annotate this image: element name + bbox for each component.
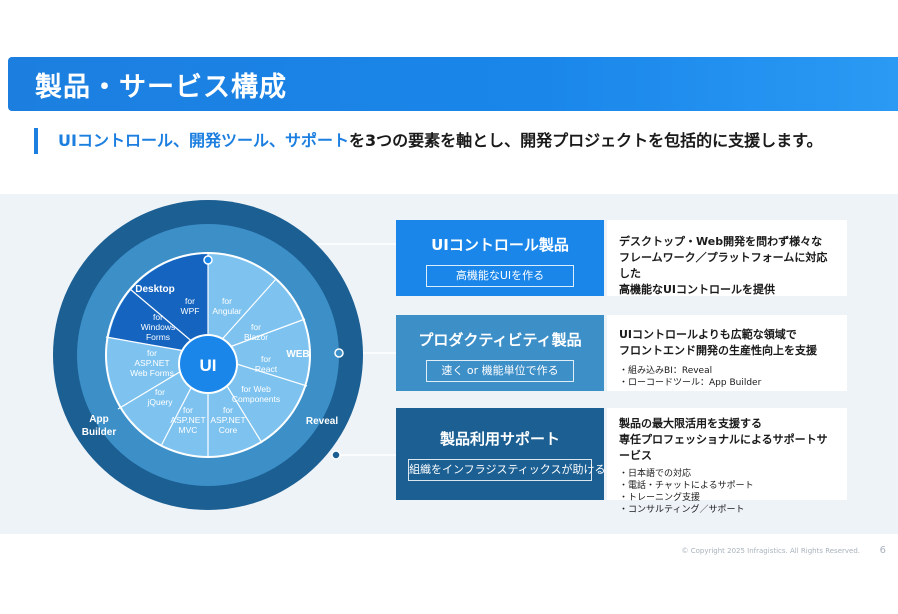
desktop-sector bbox=[109, 254, 208, 355]
title-bar: 製品・サービス構成 bbox=[8, 57, 898, 111]
product-title: UIコントロール製品 bbox=[431, 236, 569, 254]
desc-bullet: ローコードツール：App Builder bbox=[619, 377, 837, 389]
desc-line: 高機能なUIコントロールを提供 bbox=[619, 283, 776, 296]
product-desc-productivity: UIコントロールよりも広範な領域で フロントエンド開発の生産性向上を支援 組み込… bbox=[607, 315, 847, 391]
product-tagline: 速く or 機能単位で作る bbox=[426, 360, 574, 382]
desc-line: UIコントロールよりも広範な領域で bbox=[619, 328, 797, 341]
desc-line: 製品の最大限活用を支援する bbox=[619, 417, 762, 430]
subtitle-highlight: UIコントロール、開発ツール、サポート bbox=[58, 131, 349, 150]
product-tagline: 高機能なUIを作る bbox=[426, 265, 574, 287]
desc-line: デスクトップ・Web開発を問わず様々な bbox=[619, 235, 823, 248]
subtitle-rest: を3つの要素を軸とし、開発プロジェクトを包括的に支援します。 bbox=[348, 131, 823, 150]
ring-label-reveal: Reveal bbox=[306, 416, 338, 427]
page-title: 製品・サービス構成 bbox=[35, 72, 287, 103]
product-title: プロダクティビティ製品 bbox=[418, 331, 582, 349]
desc-line: フレームワーク／プラットフォームに対応した bbox=[619, 251, 828, 280]
product-desc-support: 製品の最大限活用を支援する 専任プロフェッショナルによるサポートサービス 日本語… bbox=[607, 408, 847, 515]
connector-dots bbox=[203, 255, 344, 460]
product-tagline: 組織をインフラジスティックスが助ける bbox=[408, 459, 605, 481]
ring-label-desktop: Desktop bbox=[135, 284, 174, 295]
dot-support bbox=[331, 450, 341, 460]
product-box-support: 製品利用サポート 組織をインフラジスティックスが助ける bbox=[396, 408, 605, 500]
subtitle: UIコントロール、開発ツール、サポートを3つの要素を軸とし、開発プロジェクトを包… bbox=[34, 128, 823, 154]
product-box-ui-controls: UIコントロール製品 高機能なUIを作る bbox=[396, 220, 604, 296]
product-title: 製品利用サポート bbox=[439, 430, 560, 448]
dot-productivity bbox=[334, 348, 344, 358]
desc-bullet: 電話・チャットによるサポート bbox=[619, 480, 837, 492]
desc-bullet: 組み込みBI：Reveal bbox=[619, 365, 837, 377]
core-circle bbox=[180, 336, 236, 392]
desc-bullet: トレーニング支援 bbox=[619, 492, 837, 504]
desc-bullet: 日本語での対応 bbox=[619, 468, 837, 480]
product-box-productivity: プロダクティビティ製品 速く or 機能単位で作る bbox=[396, 315, 604, 391]
desc-bullets: 日本語での対応 電話・チャットによるサポート トレーニング支援 コンサルティング… bbox=[619, 468, 837, 516]
ring-label-web: WEB bbox=[286, 349, 309, 360]
desc-bullet: コンサルティング／サポート bbox=[619, 504, 837, 516]
page-number: 6 bbox=[879, 545, 886, 556]
desc-bullets: 組み込みBI：Reveal ローコードツール：App Builder bbox=[619, 365, 837, 389]
dot-ui bbox=[203, 255, 213, 265]
desc-line: フロントエンド開発の生産性向上を支援 bbox=[619, 344, 817, 357]
core-label: UI bbox=[200, 356, 217, 375]
copyright-text: © Copyright 2025 Infragistics. All Right… bbox=[681, 547, 860, 555]
product-desc-ui-controls: デスクトップ・Web開発を問わず様々な フレームワーク／プラットフォームに対応し… bbox=[607, 220, 847, 296]
desc-line: 専任プロフェッショナルによるサポートサービス bbox=[619, 433, 828, 462]
